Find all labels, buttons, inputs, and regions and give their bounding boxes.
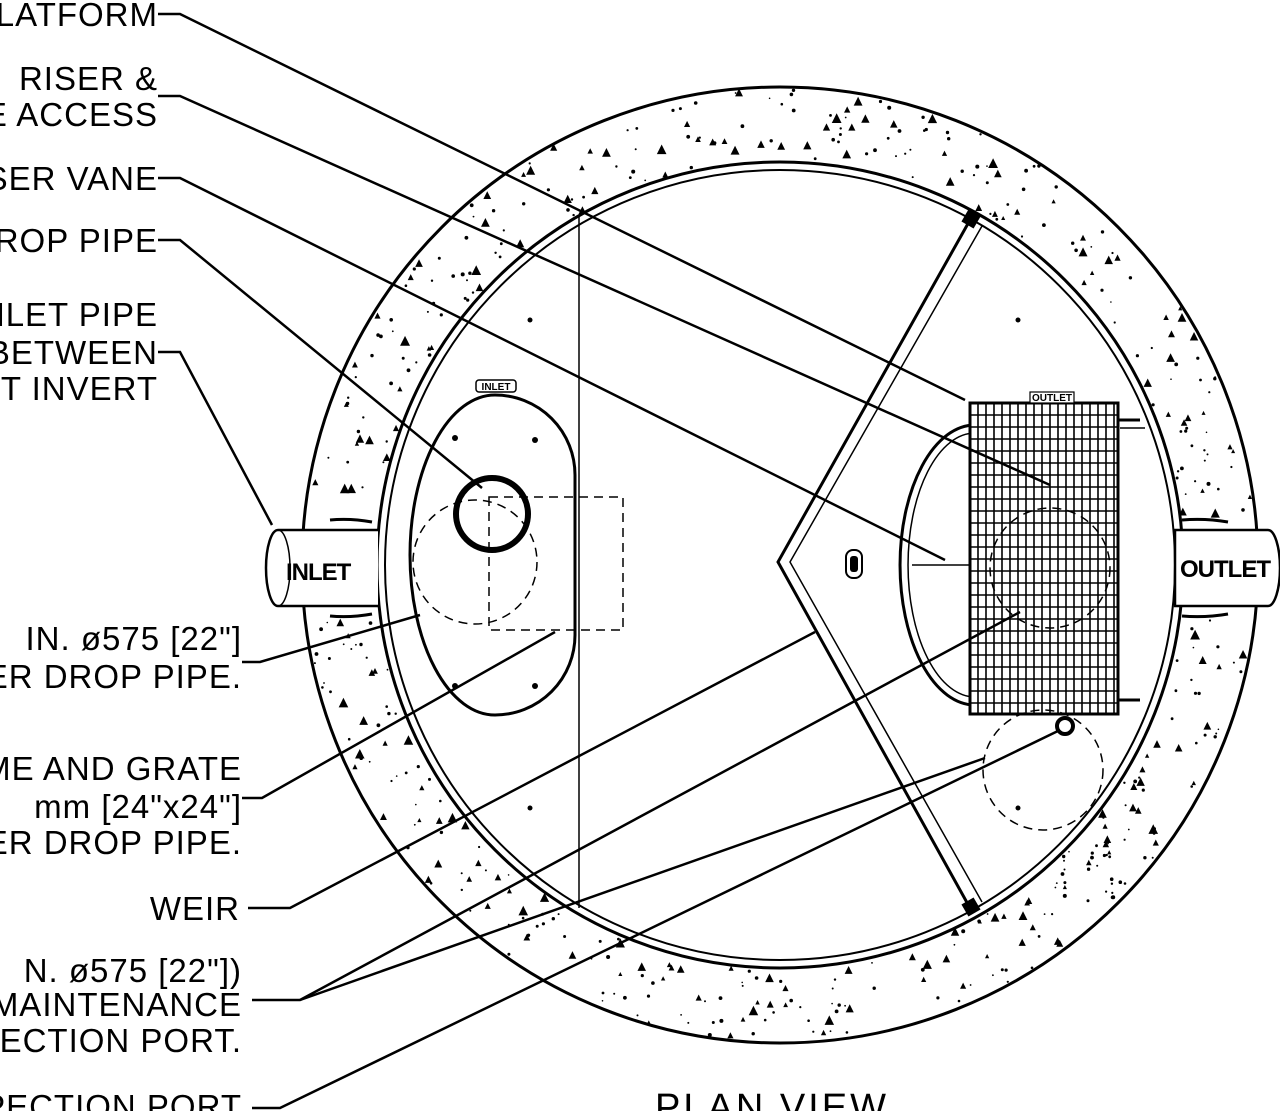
- callout-inlet-pipe-3: ET INVERT: [0, 370, 158, 407]
- outlet-pipe-label: OUTLET: [1180, 556, 1271, 583]
- weir-anchor: [961, 897, 981, 917]
- bolt: [1015, 317, 1021, 323]
- leader-inlet-pipe: [158, 350, 274, 526]
- riser-vane: [898, 423, 976, 707]
- callout-min-drop-1: IN. ø575 [22"]: [26, 620, 242, 657]
- callout-riser-2: E ACCESS: [0, 96, 158, 133]
- leader-inspection: [252, 728, 1061, 1110]
- callout-inlet-pipe-2: BETWEEN: [0, 334, 158, 371]
- outlet-tag: OUTLET: [1032, 393, 1072, 404]
- outlet-tag-box: [1029, 391, 1075, 404]
- bolt: [532, 437, 538, 443]
- callout-drop-pipe: ROP PIPE: [0, 222, 158, 259]
- callout-frame-3: ER DROP PIPE.: [0, 824, 242, 861]
- view-title: PLAN VIEW: [655, 1087, 889, 1111]
- bolt: [527, 317, 533, 323]
- inspection-port: [1055, 716, 1075, 736]
- concrete-speckle-pattern: [312, 88, 1253, 1039]
- inlet-drop-pipe: [453, 475, 531, 553]
- callout-maint-3: PECTION PORT.: [0, 1022, 242, 1059]
- leader-min-drop: [242, 613, 421, 664]
- outlet-gasket: [1181, 517, 1229, 619]
- inlet-platform: [408, 393, 577, 717]
- callout-weir: WEIR: [150, 890, 240, 927]
- leader-vane: [158, 176, 946, 562]
- leader-drop-pipe: [158, 238, 483, 489]
- weir: [776, 219, 972, 909]
- platform-grate: [968, 401, 1120, 716]
- callout-maint-2: R MAINTENANCE: [0, 986, 242, 1023]
- weir-anchor: [961, 209, 981, 229]
- leader-weir: [248, 630, 816, 910]
- callout-platform: PLATFORM: [0, 0, 158, 33]
- bolt: [527, 805, 533, 811]
- outlet-drop-outline: [989, 507, 1111, 629]
- weir-edge: [789, 225, 983, 903]
- inlet-tag: INLET: [482, 382, 511, 393]
- inlet-pipe-end: [277, 529, 291, 607]
- riser-vane-inner: [907, 432, 976, 698]
- leader-frame: [242, 630, 556, 800]
- min-drop-pipe-outline: [412, 499, 538, 625]
- callout-frame-2: mm [24"x24"]: [34, 788, 242, 825]
- inlet-pipe: [264, 528, 378, 608]
- callout-riser-1: RISER &: [19, 60, 158, 97]
- callout-frame-1: ME AND GRATE: [0, 750, 242, 787]
- inlet-tag-box: [475, 379, 517, 393]
- callout-maint-1: N. ø575 [22"]): [24, 952, 242, 989]
- leader-riser: [158, 94, 1051, 487]
- frame-grate-outline: [488, 496, 624, 631]
- callout-min-drop-2: ER DROP PIPE.: [0, 658, 242, 695]
- callout-inlet-pipe-1: NLET PIPE: [0, 296, 158, 333]
- bolt: [1015, 805, 1021, 811]
- callout-inspection: PECTION PORT: [0, 1088, 242, 1111]
- leader-platform: [158, 12, 966, 402]
- inlet-pipe-label: INLET: [286, 559, 352, 586]
- inlet-gasket: [329, 517, 373, 619]
- leader-maint-b: [299, 756, 986, 1002]
- callout-vane: SER VANE: [0, 160, 158, 197]
- bolt: [452, 435, 458, 441]
- maintenance-port-outline: [982, 709, 1104, 831]
- bolt: [532, 683, 538, 689]
- access-port-core: [850, 556, 858, 572]
- leader-lines: [158, 12, 1061, 1110]
